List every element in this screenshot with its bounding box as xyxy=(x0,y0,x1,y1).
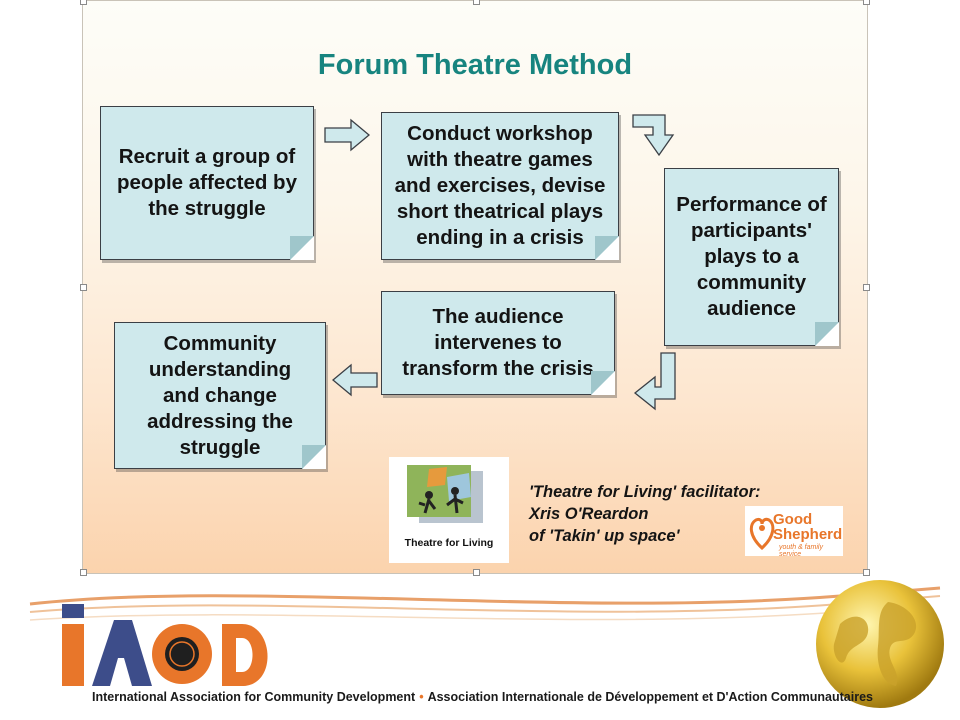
heart-icon xyxy=(749,517,775,551)
note-fold-shade xyxy=(815,322,839,346)
arrow-right-icon xyxy=(324,118,371,152)
caption-line-2: Xris O'Reardon xyxy=(529,505,649,523)
iacd-full-name: International Association for Community … xyxy=(92,690,873,704)
arrow-left-icon xyxy=(331,363,378,397)
banner-swoosh xyxy=(29,586,941,621)
resize-handle-right[interactable] xyxy=(863,284,870,291)
arrow-turn-down-icon xyxy=(632,114,675,157)
theatre-for-living-emblem-icon xyxy=(407,465,483,523)
theatre-for-living-logo: Theatre for Living xyxy=(389,457,509,563)
resize-handle-top[interactable] xyxy=(473,0,480,5)
resize-handle-left[interactable] xyxy=(80,284,87,291)
iacd-english-name: International Association for Community … xyxy=(92,690,416,704)
globe-icon xyxy=(816,580,944,708)
iacd-banner: International Association for Community … xyxy=(0,574,960,720)
step-workshop-text: Conduct workshop with theatre games and … xyxy=(394,122,606,249)
iacd-logo xyxy=(62,604,268,686)
step-recruit-note: Recruit a group of people affected by th… xyxy=(100,106,314,260)
good-shepherd-line-1: Good xyxy=(773,511,813,528)
step-performance-note: Performance of participants' plays to a … xyxy=(664,168,839,346)
note-fold-shade xyxy=(595,236,619,260)
step-recruit-text: Recruit a group of people affected by th… xyxy=(117,145,297,220)
good-shepherd-logo: Good Shepherd youth & family service xyxy=(745,506,843,558)
step-intervene-text: The audience intervenes to transform the… xyxy=(402,305,594,380)
good-shepherd-line-2: Shepherd xyxy=(773,526,843,543)
slide-image: Forum Theatre Method Recruit a group of … xyxy=(80,0,870,576)
step-community-note: Community understanding and change addre… xyxy=(114,322,326,469)
slide-title: Forum Theatre Method xyxy=(317,49,633,81)
step-workshop-note: Conduct workshop with theatre games and … xyxy=(381,112,619,260)
resize-handle-bottom[interactable] xyxy=(473,569,480,576)
theatre-for-living-label: Theatre for Living xyxy=(404,537,494,549)
caption-line-1: 'Theatre for Living' facilitator: xyxy=(529,483,761,501)
caption-line-3: of 'Takin' up space' xyxy=(529,527,680,545)
resize-handle-top-right[interactable] xyxy=(863,0,870,5)
step-intervene-note: The audience intervenes to transform the… xyxy=(381,291,615,395)
resize-handle-bottom-left[interactable] xyxy=(80,569,87,576)
resize-handle-top-left[interactable] xyxy=(80,0,87,5)
good-shepherd-name: Good Shepherd xyxy=(773,512,842,542)
bullet-separator: • xyxy=(419,690,424,704)
note-fold-shade xyxy=(302,445,326,469)
step-community-text: Community understanding and change addre… xyxy=(147,331,293,459)
good-shepherd-subtitle: youth & family service xyxy=(779,544,823,558)
iacd-french-name: Association Internationale de Développem… xyxy=(427,690,873,704)
note-fold-shade xyxy=(290,236,314,260)
resize-handle-bottom-right[interactable] xyxy=(863,569,870,576)
note-fold-shade xyxy=(591,371,615,395)
facilitator-caption: 'Theatre for Living' facilitator: Xris O… xyxy=(529,481,761,547)
step-performance-text: Performance of participants' plays to a … xyxy=(676,193,827,320)
arrow-turn-left-icon xyxy=(633,352,676,411)
